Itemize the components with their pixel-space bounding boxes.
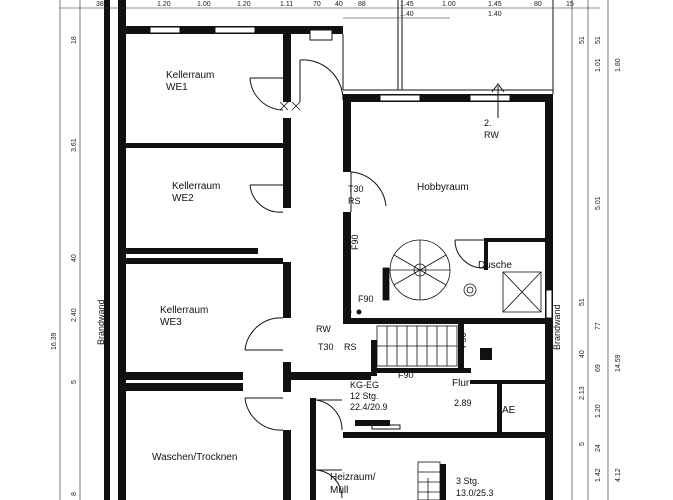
- dims-right: 51 51 1.01 1.80 5.01 51 77 40 69 14.59 1…: [579, 36, 622, 482]
- dim-right-text: 5: [579, 442, 586, 446]
- room-heiz-1: Heizraum/: [330, 472, 376, 483]
- dim-top-text: 1.20: [237, 1, 251, 8]
- dim-left-text: 8: [71, 492, 78, 496]
- label-rw-stair: RW: [316, 324, 331, 334]
- label-rw-top: RW: [484, 130, 499, 140]
- main-staircase: [376, 325, 458, 367]
- dim-right-text: 4.12: [615, 468, 622, 482]
- doors: [244, 59, 485, 499]
- room-heiz-2: Müll: [330, 485, 348, 496]
- room-keller-3-unit: WE3: [160, 317, 182, 328]
- dim-left-text: 3.61: [71, 138, 78, 152]
- label-stg-3: 3 Stg.: [456, 476, 480, 486]
- dim-right-text: 5.01: [595, 196, 602, 210]
- dim-right-text: 51: [595, 36, 602, 44]
- dim-right-text: 1.01: [595, 58, 602, 72]
- room-keller-3-name: Kellerraum: [160, 305, 208, 316]
- label-stg-12-ratio: 22.4/20.9: [350, 402, 388, 412]
- room-keller-1-unit: WE1: [166, 82, 188, 93]
- dim-top-text: 15: [566, 1, 574, 8]
- label-brandwand-left: Brandwand: [96, 299, 106, 345]
- dim-right-text: 1.42: [595, 468, 602, 482]
- dim-right-text: 1.20: [595, 404, 602, 418]
- dim-right-text: 24: [595, 444, 602, 452]
- room-keller-2-unit: WE2: [172, 193, 194, 204]
- room-waschen: Waschen/Trocknen: [152, 452, 237, 463]
- dim-right-text: 14.59: [615, 354, 622, 372]
- windows: [149, 26, 553, 319]
- room-hobby: Hobbyraum: [417, 182, 469, 193]
- dim-right-text: 69: [595, 364, 602, 372]
- room-keller-1-name: Kellerraum: [166, 70, 214, 81]
- dim-right-text: 51: [579, 36, 586, 44]
- room-flur: Flur: [452, 378, 470, 389]
- room-dusche: Dusche: [478, 260, 512, 271]
- label-rs-bottom: RS: [344, 342, 357, 352]
- label-rw-num: 2.: [484, 118, 492, 128]
- label-f90-left: F90: [350, 234, 360, 250]
- dim-top-text: 40: [335, 1, 343, 8]
- shower-tray: [463, 271, 542, 313]
- dimension-lines: [59, 0, 609, 500]
- dim-top-text: 70: [313, 1, 321, 8]
- dim-left-text: 40: [71, 254, 78, 262]
- label-flur-level: 2.89: [454, 398, 472, 408]
- dim-top-text: 1.11: [280, 1, 293, 8]
- dim-left-text: 2.40: [71, 308, 78, 322]
- label-stg-3-ratio: 13.0/25.3: [456, 488, 494, 498]
- room-ae: AE: [502, 405, 516, 416]
- dims-top: 38 1.20 1.00 1.20 1.11 70 40 88 1.45 1.0…: [96, 1, 574, 18]
- label-f90-flur: F90: [398, 370, 414, 380]
- corridor-marks: [279, 101, 301, 111]
- dim-left-text: 5: [71, 380, 78, 384]
- dim-top-text: 1.00: [442, 1, 456, 8]
- fixtures: [346, 309, 401, 430]
- label-stg-12: 12 Stg.: [350, 391, 379, 401]
- dim-top-text: 1.20: [157, 1, 171, 8]
- dim-left-text: 16.39: [51, 332, 58, 350]
- label-kg-eg: KG-EG: [350, 380, 379, 390]
- small-staircase: [417, 461, 441, 500]
- label-brandwand-right: Brandwand: [552, 304, 562, 350]
- light-well: [342, 0, 554, 94]
- dim-left-text: 18: [71, 36, 78, 44]
- label-f90-stair: F90: [358, 294, 374, 304]
- label-t30-bottom: T30: [318, 342, 334, 352]
- dim-top-text: 1.00: [197, 1, 211, 8]
- dim-top-text: 88: [358, 1, 366, 8]
- dim-top-text: 1.45: [488, 1, 502, 8]
- rw-arrow: [491, 83, 505, 118]
- dim-right-text: 2.13: [579, 386, 586, 400]
- dim-right-text: 40: [579, 350, 586, 358]
- dims-left: 18 3.61 40 2.40 5 16.39 8: [51, 36, 78, 496]
- dim-top-second: 1.40: [488, 11, 502, 18]
- dim-top-text: 1.45: [400, 1, 414, 8]
- label-f90-right: F90: [458, 332, 468, 348]
- dim-right-text: 77: [595, 322, 602, 330]
- dim-top-text: 38: [96, 1, 104, 8]
- dim-right-text: 1.80: [615, 58, 622, 72]
- spiral-staircase: [382, 239, 451, 301]
- room-keller-2-name: Kellerraum: [172, 181, 220, 192]
- label-t30-top: T30: [348, 184, 364, 194]
- dim-top-text: 80: [534, 1, 542, 8]
- label-rs-top: RS: [348, 196, 361, 206]
- dim-top-second: 1.40: [400, 11, 414, 18]
- dim-right-text: 51: [579, 298, 586, 306]
